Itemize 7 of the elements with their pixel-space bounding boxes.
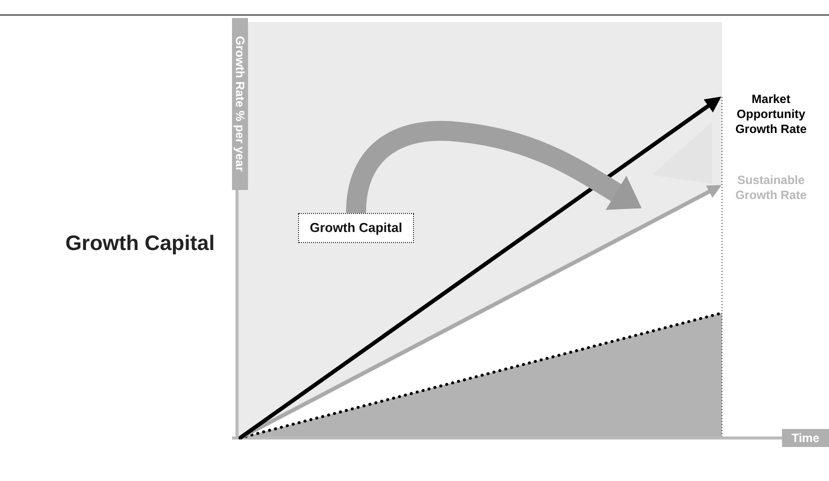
line-label: Market Opportunity Growth Rate xyxy=(734,92,808,137)
gap-wedge xyxy=(652,122,712,184)
callout-box: Growth Capital xyxy=(298,213,414,243)
line-label: Sustainable Growth Rate xyxy=(734,173,808,203)
diagram-title: Growth Capital xyxy=(64,232,216,256)
axis-label: Time xyxy=(782,429,829,447)
axis-label: Growth Rate % per year xyxy=(232,18,248,190)
